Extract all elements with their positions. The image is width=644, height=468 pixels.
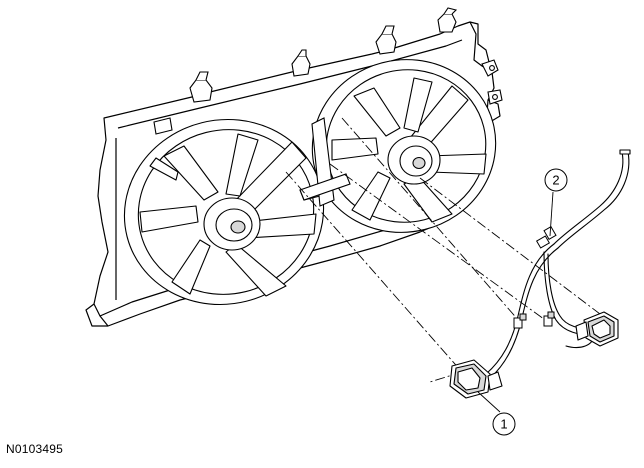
- right-fan: [311, 59, 497, 233]
- connector-right: [575, 311, 619, 347]
- figure-id: N0103495: [6, 442, 63, 456]
- assembly-guide-lines: [285, 117, 609, 383]
- connector-1: [449, 359, 503, 399]
- left-fan: [123, 118, 325, 306]
- center-strut: [299, 117, 351, 207]
- callout-1: 1: [477, 391, 516, 436]
- callout-2-label: 2: [552, 173, 559, 188]
- callout-1-label: 1: [500, 417, 507, 432]
- callout-2: 2: [544, 168, 568, 237]
- shroud-clips: [153, 7, 503, 135]
